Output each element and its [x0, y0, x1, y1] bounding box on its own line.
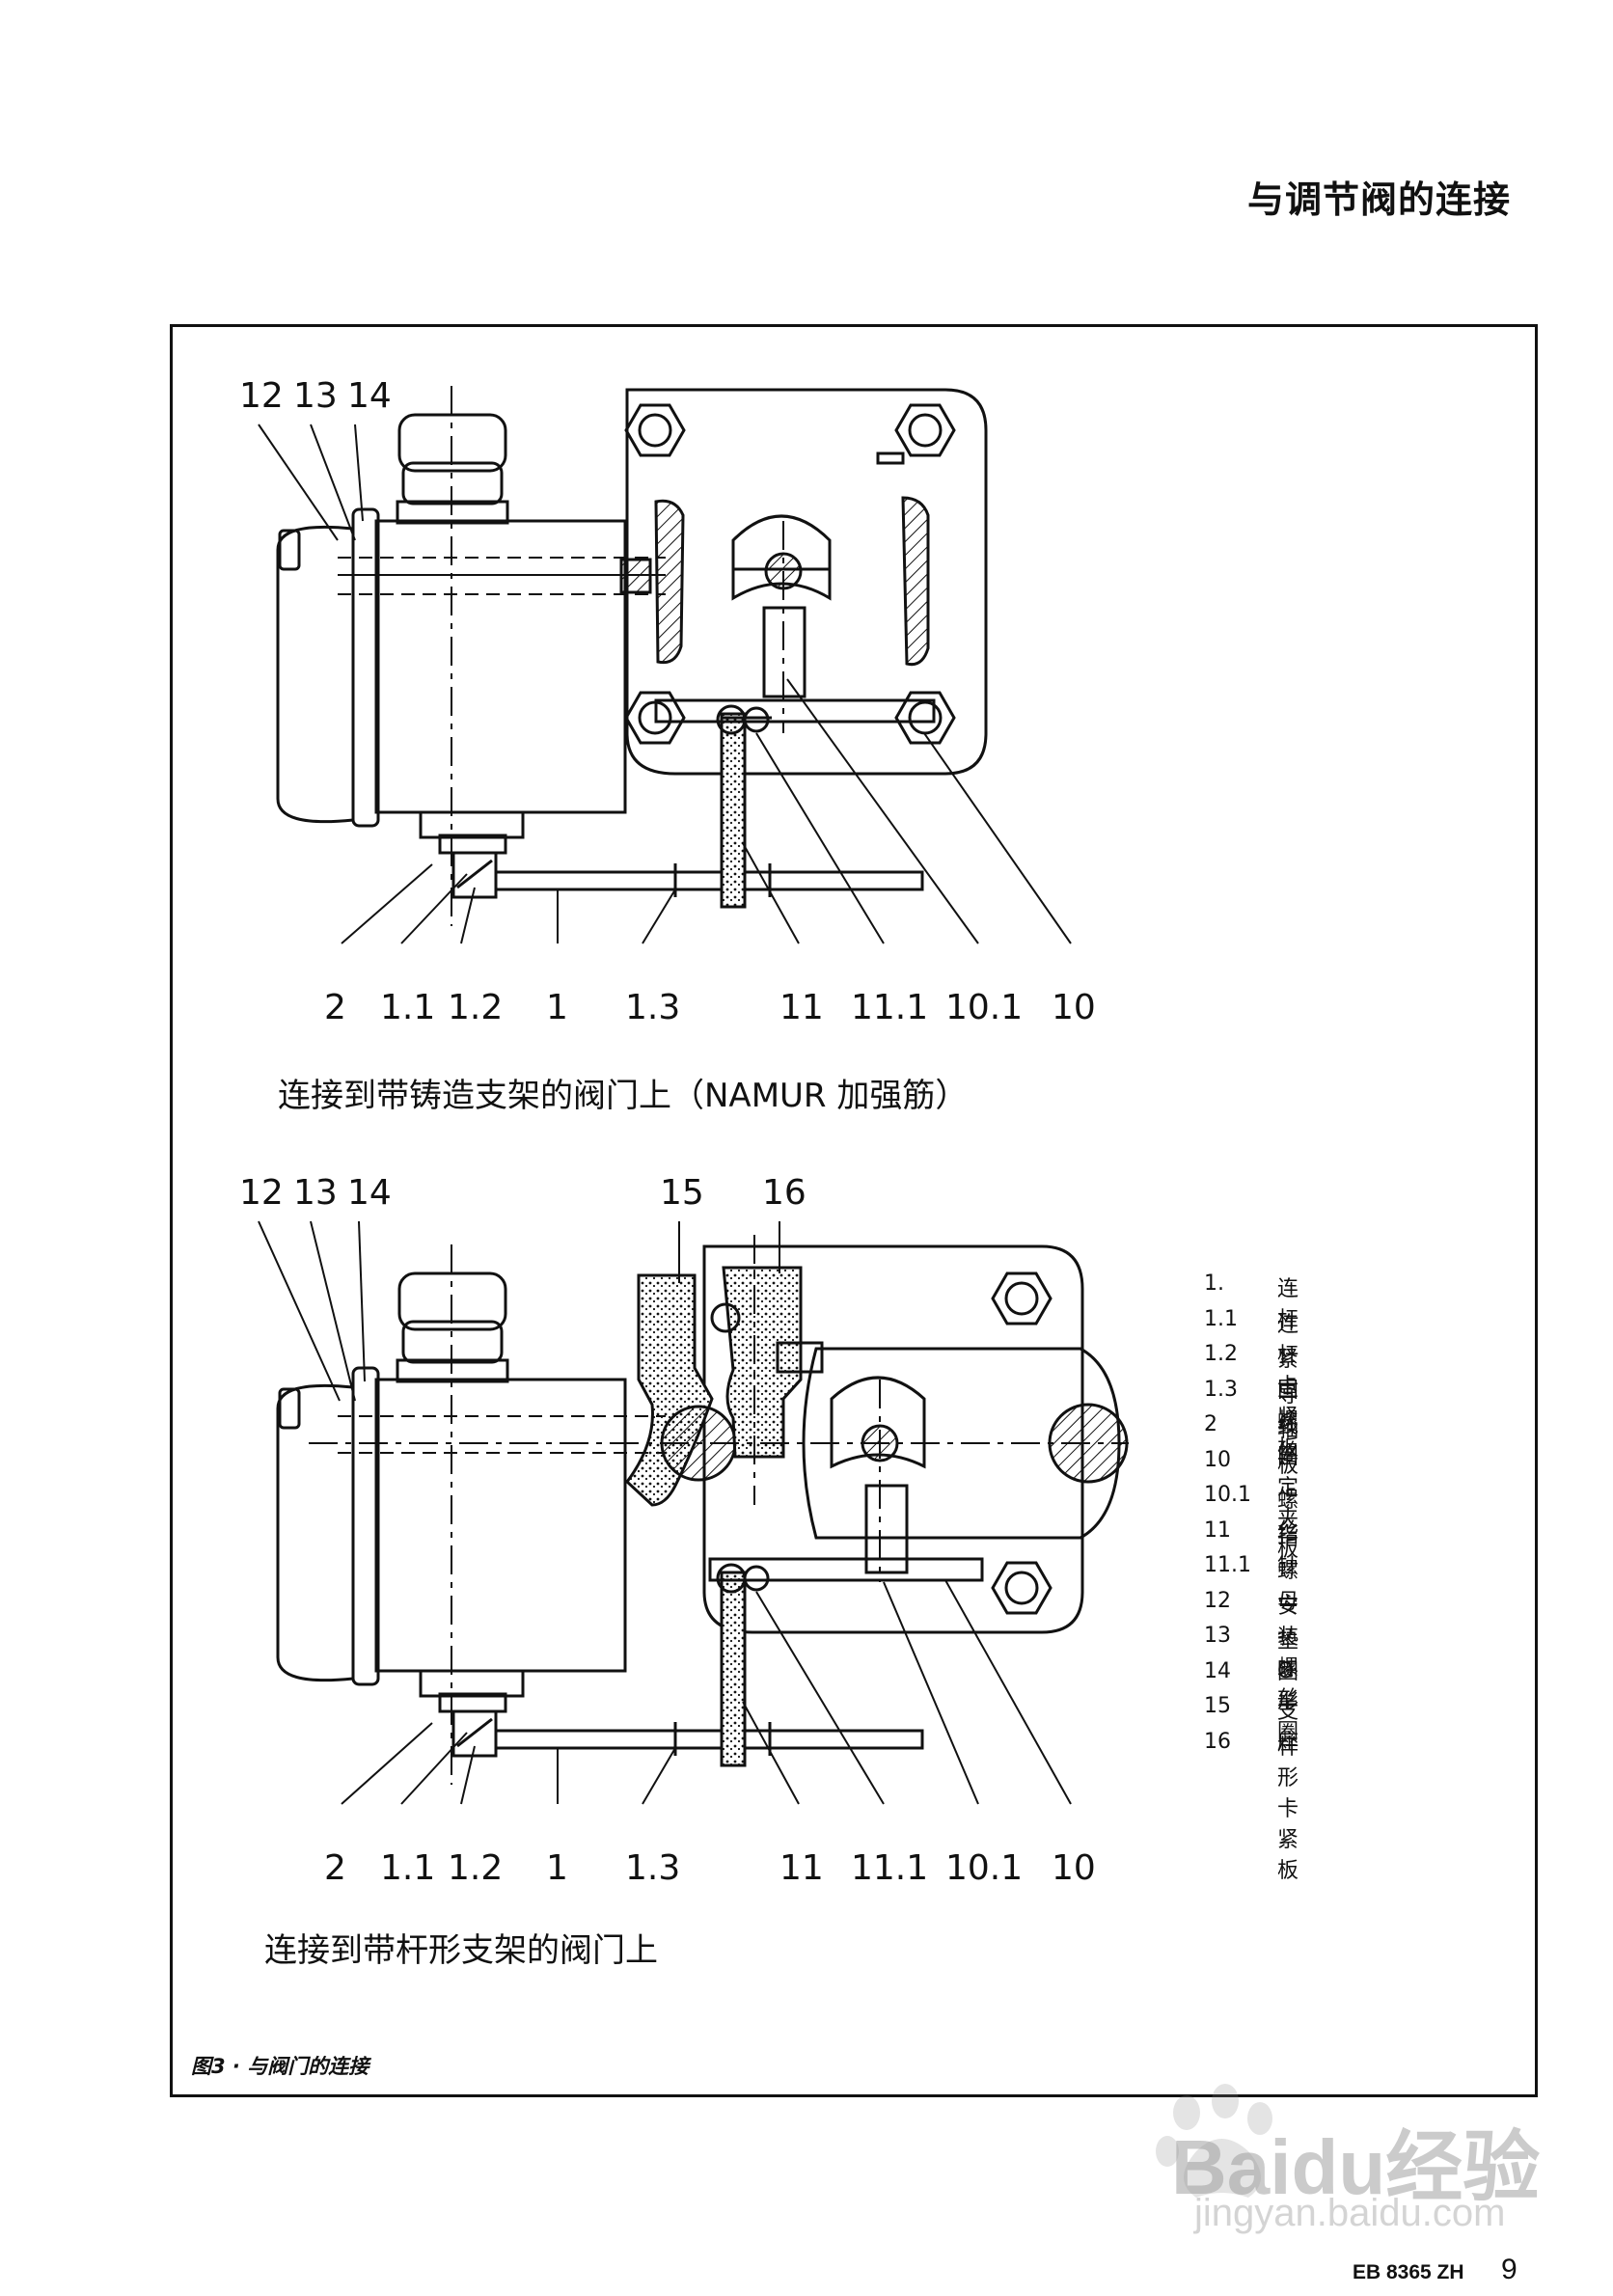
legend-num: 10: [1204, 1447, 1231, 1472]
legend-num: 16: [1204, 1729, 1231, 1754]
legend-num: 11.1: [1204, 1553, 1251, 1577]
callout-13-bottom: 13: [293, 1173, 338, 1213]
legend-text: 螺丝: [1277, 1489, 1299, 1544]
legend-text: 连杆卡紧板: [1277, 1312, 1299, 1461]
legend-num: 1.2: [1204, 1342, 1238, 1366]
legend-text: 垫圈: [1277, 1629, 1299, 1684]
callout-1-2-bottom: 1.2: [448, 1848, 504, 1888]
legend-text: 螺母: [1277, 1559, 1299, 1614]
legend-text: 板: [1277, 1453, 1299, 1478]
legend-num: 1.1: [1204, 1306, 1238, 1331]
document-code: EB 8365 ZH: [1353, 2261, 1464, 2283]
figure-frame: [170, 324, 1538, 2097]
watermark-brand: Baidu经验: [1171, 2124, 1541, 2210]
legend-num: 14: [1204, 1658, 1231, 1683]
callout-16-bottom: 16: [762, 1173, 806, 1213]
figure-bottom-caption: 连接到带杆形支架的阀门上: [264, 1931, 658, 1970]
figure-caption: 图3 · 与阀门的连接: [191, 2055, 369, 2078]
callout-1-3-top: 1.3: [625, 988, 681, 1027]
callout-14-top: 14: [347, 376, 392, 416]
bottom-drawing: [258, 1220, 1129, 1805]
callout-2-top: 2: [324, 988, 346, 1027]
callout-1-bottom: 1: [546, 1848, 568, 1888]
legend-num: 2: [1204, 1412, 1217, 1436]
legend-num: 15: [1204, 1694, 1231, 1718]
legend-text: 杆形卡紧板: [1277, 1735, 1299, 1883]
legend-num: 12: [1204, 1588, 1231, 1613]
legend-text: 紧固螺丝: [1277, 1348, 1299, 1464]
baidu-paw-logo: [1156, 2084, 1272, 2198]
legend-text: 轴: [1277, 1418, 1299, 1442]
legend-num: 10.1: [1204, 1483, 1251, 1507]
figure-top-caption: 连接到带铸造支架的阀门上（NAMUR 加强筋）: [278, 1077, 969, 1115]
callout-10-top: 10: [1052, 988, 1096, 1027]
callout-11-1-top: 11.1: [851, 988, 929, 1027]
legend-text: 指针: [1277, 1523, 1299, 1579]
legend-text: 安装螺丝: [1277, 1594, 1299, 1711]
legend-text: O形圈: [1277, 1658, 1299, 1744]
callout-1-2-top: 1.2: [448, 988, 504, 1027]
legend-num: 13: [1204, 1624, 1231, 1648]
callout-14-bottom: 14: [347, 1173, 392, 1213]
callout-11-1-bottom: 11.1: [851, 1848, 929, 1888]
top-drawing: [258, 386, 1072, 944]
legend-num: 11: [1204, 1517, 1231, 1543]
callout-13-top: 13: [293, 376, 338, 416]
callout-1-1-top: 1.1: [380, 988, 436, 1027]
callout-1-3-bottom: 1.3: [625, 1848, 681, 1888]
callout-2-bottom: 2: [324, 1848, 346, 1888]
watermark-url: jingyan.baidu.com: [1194, 2192, 1506, 2234]
callout-1-1-bottom: 1.1: [380, 1848, 436, 1888]
callout-12-bottom: 12: [239, 1173, 284, 1213]
callout-10-1-top: 10.1: [945, 988, 1024, 1027]
page-title: 与调节阀的连接: [1246, 178, 1511, 221]
legend-num: 1.3: [1204, 1377, 1238, 1402]
callout-10-bottom: 10: [1052, 1848, 1096, 1888]
legend-text: 支座: [1277, 1700, 1299, 1755]
callout-12-top: 12: [239, 376, 284, 416]
legend-text: 连杆: [1277, 1277, 1299, 1332]
callout-10-1-bottom: 10.1: [945, 1848, 1024, 1888]
legend-text: 导线固定夹板: [1277, 1382, 1299, 1562]
callout-1-top: 1: [546, 988, 568, 1027]
legend-num: 1.: [1204, 1271, 1224, 1296]
callout-15-bottom: 15: [660, 1173, 704, 1213]
callout-11-bottom: 11: [779, 1848, 824, 1888]
callout-11-top: 11: [779, 988, 824, 1027]
page-number: 9: [1501, 2254, 1517, 2285]
